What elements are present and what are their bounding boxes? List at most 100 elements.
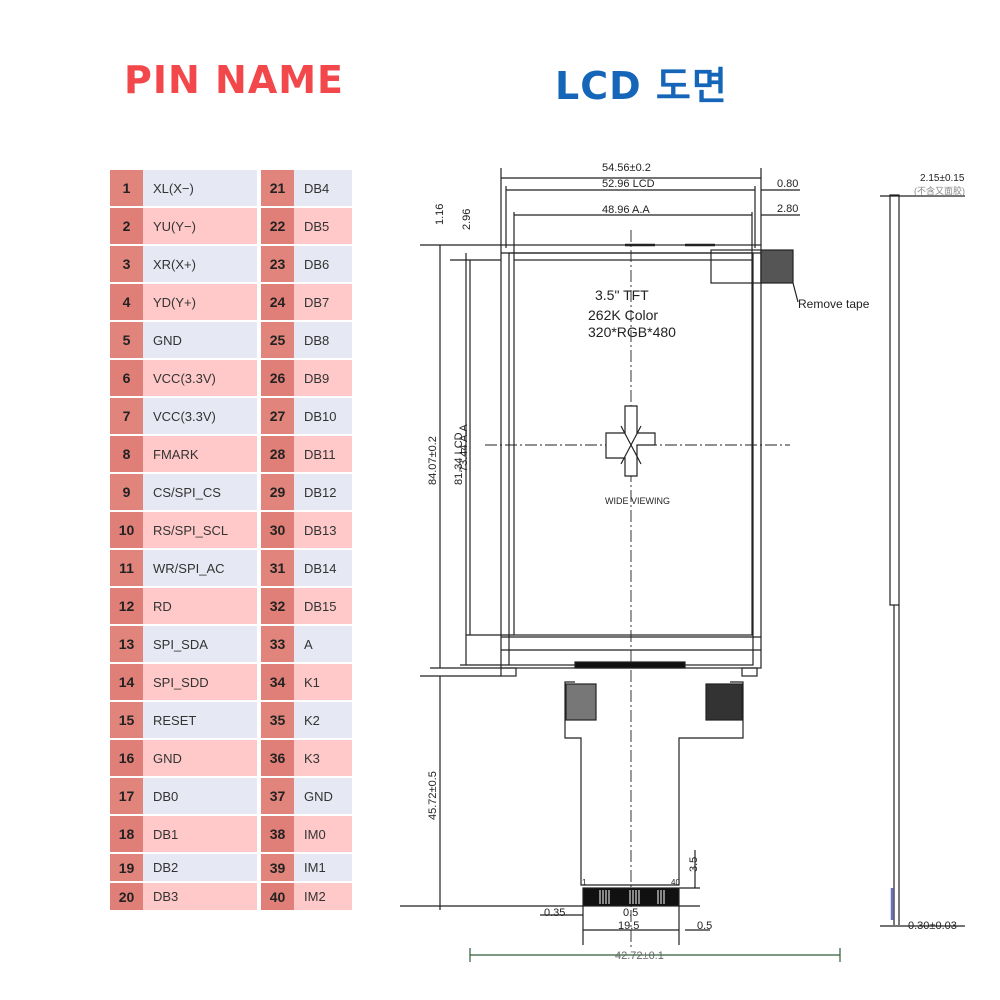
pin-number: 9	[110, 474, 143, 512]
dim-116: 1.16	[434, 204, 446, 225]
pin-name: XL(X−)	[143, 170, 257, 208]
pin-name: DB8	[294, 322, 352, 360]
pin-name: DB13	[294, 512, 352, 550]
column-gap	[257, 436, 261, 474]
dim-thickness: 2.15±0.15	[920, 173, 965, 184]
fpc-cable	[564, 681, 744, 886]
pin-name: DB4	[294, 170, 352, 208]
pin-number: 39	[261, 854, 294, 883]
pin-number: 5	[110, 322, 143, 360]
pin-name: K1	[294, 664, 352, 702]
column-gap	[257, 626, 261, 664]
pin-last-label: 40	[671, 878, 680, 887]
pin-number: 34	[261, 664, 294, 702]
column-gap	[257, 360, 261, 398]
pin-number: 28	[261, 436, 294, 474]
pin-name: DB2	[143, 854, 257, 883]
pin-name: YD(Y+)	[143, 284, 257, 322]
pin-name: SPI_SDD	[143, 664, 257, 702]
column-gap	[257, 398, 261, 436]
pin-name: GND	[143, 322, 257, 360]
pin-name-heading: PIN NAME	[124, 58, 345, 102]
remove-tape-hatch	[760, 249, 794, 284]
dim-fpc-length: 45.72±0.5	[427, 771, 439, 820]
pin-number: 31	[261, 550, 294, 588]
pin-name: DB1	[143, 816, 257, 854]
pin-name: A	[294, 626, 352, 664]
pin-name: DB6	[294, 246, 352, 284]
dim-lcd-width: 52.96 LCD	[602, 178, 655, 190]
dim-035: 0.35	[544, 907, 565, 919]
pin-name: VCC(3.3V)	[143, 360, 257, 398]
pin-number: 40	[261, 883, 294, 912]
fpc-gold-fingers	[582, 887, 680, 907]
pin-number: 3	[110, 246, 143, 284]
pin-number: 21	[261, 170, 294, 208]
pin-number: 17	[110, 778, 143, 816]
pin-number: 22	[261, 208, 294, 246]
pin-number: 29	[261, 474, 294, 512]
pin-name: FMARK	[143, 436, 257, 474]
column-gap	[257, 778, 261, 816]
dim-thickness-note: (不含又面胶)	[914, 185, 965, 196]
dim-pitch: 0.5	[623, 907, 638, 919]
column-gap	[257, 702, 261, 740]
dim-outline-height: 84.07±0.2	[427, 436, 439, 485]
pin-number: 33	[261, 626, 294, 664]
pin-name: IM0	[294, 816, 352, 854]
pin-name: DB11	[294, 436, 352, 474]
column-gap	[257, 512, 261, 550]
column-gap	[257, 854, 261, 883]
pin-number: 4	[110, 284, 143, 322]
pin-number: 32	[261, 588, 294, 626]
column-gap	[257, 883, 261, 912]
dim-aa-width: 48.96 A.A	[602, 204, 650, 216]
pin-number: 20	[110, 883, 143, 912]
pin-number: 7	[110, 398, 143, 436]
column-gap	[257, 816, 261, 854]
pin-number: 16	[110, 740, 143, 778]
dim-end-05: 0.5	[697, 920, 712, 932]
dim-pin-span: 19.5	[618, 920, 639, 932]
dim-fpc-thickness: 0.30±0.03	[908, 920, 957, 932]
pin-name: XR(X+)	[143, 246, 257, 284]
pin-number: 8	[110, 436, 143, 474]
column-gap	[257, 474, 261, 512]
pin-name: DB14	[294, 550, 352, 588]
pin-number: 36	[261, 740, 294, 778]
pin-number: 6	[110, 360, 143, 398]
pin-number: 26	[261, 360, 294, 398]
side-view	[889, 194, 900, 606]
column-gap	[257, 246, 261, 284]
column-gap	[257, 740, 261, 778]
column-gap	[257, 550, 261, 588]
pin-number: 18	[110, 816, 143, 854]
pin-name: DB12	[294, 474, 352, 512]
dim-296: 2.96	[461, 209, 473, 230]
pin-name: IM2	[294, 883, 352, 912]
pin-name: DB5	[294, 208, 352, 246]
pin-number: 2	[110, 208, 143, 246]
pin-name: GND	[294, 778, 352, 816]
lcd-drawing-heading: LCD 도면	[555, 64, 728, 108]
fpc-component-right	[705, 683, 743, 721]
pin-number: 13	[110, 626, 143, 664]
panel-color: 262K Color	[588, 307, 658, 323]
dim-280: 2.80	[777, 203, 798, 215]
pin-name: DB0	[143, 778, 257, 816]
pin-number: 37	[261, 778, 294, 816]
